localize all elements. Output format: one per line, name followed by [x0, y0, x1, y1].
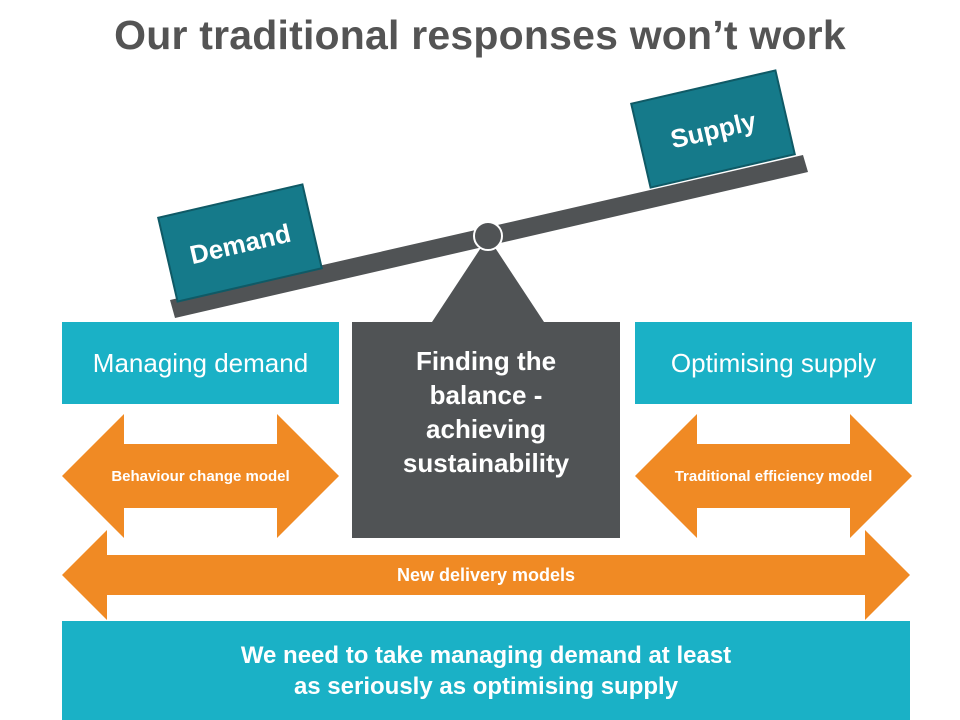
efficiency-label: Traditional efficiency model	[674, 467, 873, 485]
behaviour-label: Behaviour change model	[111, 467, 290, 485]
pivot	[473, 221, 503, 251]
behaviour-arrow	[62, 414, 339, 538]
delivery-label: New delivery models	[396, 564, 576, 585]
delivery-arrow	[62, 530, 910, 620]
footer-line-1: We need to take managing demand at least	[240, 641, 732, 669]
fulcrum	[432, 237, 544, 322]
balance-box: Finding the balance - achieving sustaina…	[352, 322, 620, 538]
optimising-supply-label: Optimising supply	[670, 347, 877, 378]
footer-line-2: as seriously as optimising supply	[293, 672, 679, 700]
balance-label: Finding the balance - achieving sustaina…	[402, 346, 570, 478]
managing-demand-label: Managing demand	[92, 347, 309, 378]
demand-weight: Demand	[157, 183, 323, 303]
efficiency-arrow	[635, 414, 912, 538]
supply-weight: Supply	[630, 69, 796, 189]
optimising-supply-box: Optimising supply	[635, 322, 912, 404]
managing-demand-box: Managing demand	[62, 322, 339, 404]
footer-banner: We need to take managing demand at least…	[62, 621, 910, 720]
page-title: Our traditional responses won’t work	[114, 12, 846, 58]
